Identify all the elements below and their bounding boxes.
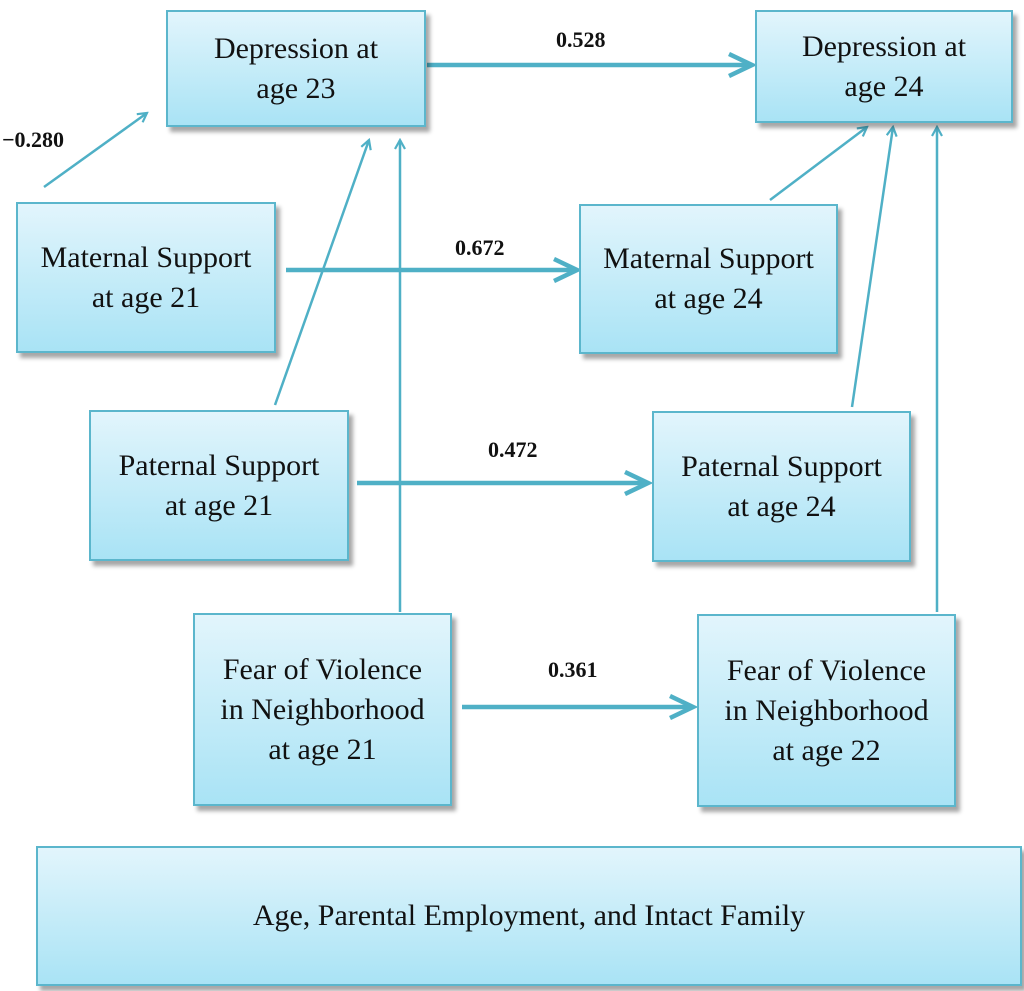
node-label: Depression at age 23 [213,31,379,105]
node-maternal-support-age-24: Maternal Support at age 24 [579,204,838,354]
arrow-pat21-dep23 [273,140,369,406]
coef-mat21-dep23: −0.280 [2,127,65,152]
arrow-pat24-dep24 [850,127,893,408]
node-label: Maternal Support at age 21 [40,240,252,314]
node-depression-age-24: Depression at age 24 [755,10,1013,123]
node-covariates: Age, Parental Employment, and Intact Fam… [36,846,1022,986]
coef-pat21-pat24: 0.472 [488,437,538,462]
node-maternal-support-age-21: Maternal Support at age 21 [16,202,276,353]
node-paternal-support-age-21: Paternal Support at age 21 [89,410,349,561]
coef-dep23-dep24: 0.528 [556,27,606,52]
node-label: Paternal Support at age 24 [681,449,882,523]
arrow-mat24-dep24 [769,127,867,201]
node-label: Depression at age 24 [801,29,967,103]
node-label: Paternal Support at age 21 [118,448,320,522]
node-depression-age-23: Depression at age 23 [166,10,426,127]
node-label: Age, Parental Employment, and Intact Fam… [252,899,806,932]
arrow-mat21-dep23 [43,113,147,189]
coef-fear21-fear22: 0.361 [548,657,598,682]
node-fear-of-violence-age-21: Fear of Violence in Neighborhood at age … [193,613,452,806]
node-paternal-support-age-24: Paternal Support at age 24 [652,411,911,562]
node-label: Maternal Support at age 24 [603,242,814,315]
coef-mat21-mat24: 0.672 [455,235,505,260]
node-label: Fear of Violence in Neighborhood at age … [220,652,425,766]
node-label: Fear of Violence in Neighborhood at age … [724,653,929,767]
node-fear-of-violence-age-22: Fear of Violence in Neighborhood at age … [697,614,956,807]
